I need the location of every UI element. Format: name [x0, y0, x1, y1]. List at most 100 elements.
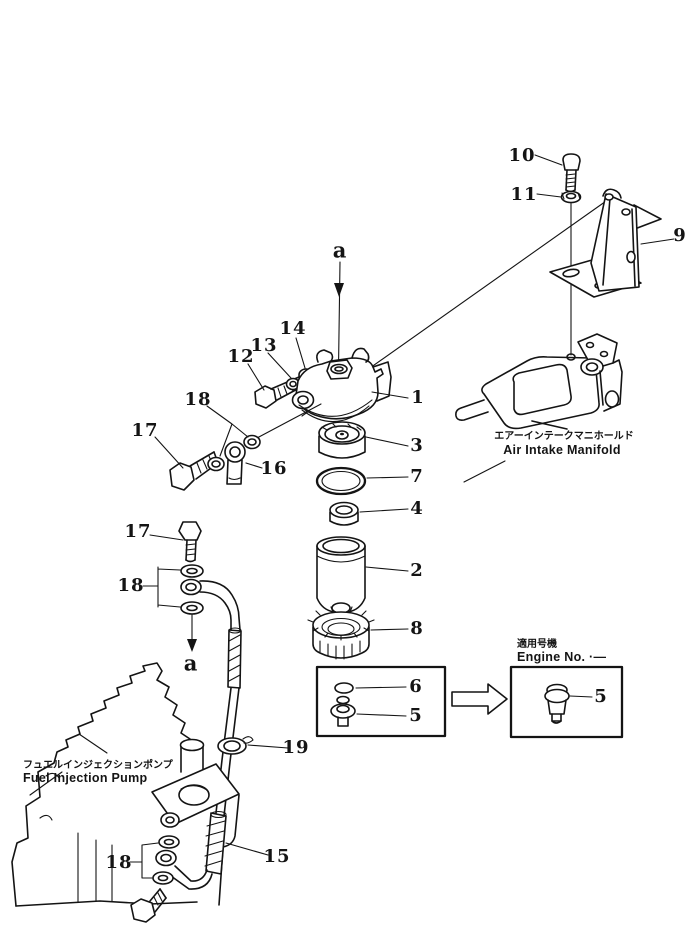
retainer-3 — [318, 421, 366, 459]
spacer-4 — [329, 501, 359, 526]
knurl-ticks — [307, 606, 375, 641]
air-intake-label-jp: エアーインテークマニホールド — [494, 431, 634, 442]
detail-box — [509, 665, 624, 739]
leader-2 — [365, 566, 409, 572]
callout-18-mid: 18 — [117, 575, 145, 596]
bolt-10 — [562, 153, 581, 193]
callout-15: 15 — [263, 846, 291, 867]
down-arrow-icon — [187, 639, 197, 652]
callout-a-bottom: a — [183, 650, 199, 676]
engine-no-label-en: Engine No. ·— — [517, 650, 607, 664]
leader-9 — [640, 238, 675, 245]
clamp-tab — [242, 736, 254, 744]
drain-plug-5 — [330, 695, 356, 727]
bracket-hole — [604, 193, 614, 201]
air-intake-manifold-drawing — [455, 333, 623, 483]
head-mount-flange — [372, 361, 392, 402]
callout-14: 14 — [279, 318, 307, 339]
down-arrow-icon — [334, 283, 344, 297]
leader-16 — [245, 462, 263, 469]
leader-18-mid — [142, 566, 181, 608]
callout-6: 6 — [409, 676, 423, 697]
leader-19 — [247, 744, 289, 749]
hatch-lines — [228, 634, 241, 682]
leader-5 — [356, 713, 407, 717]
hose-clamp-19 — [217, 736, 289, 755]
callout-17-upper: 17 — [131, 420, 159, 441]
leader-14 — [295, 337, 306, 369]
manifold-port — [580, 358, 604, 376]
leader-6 — [355, 686, 407, 689]
washer-13 — [285, 377, 301, 391]
callout-11: 11 — [510, 184, 538, 205]
callout-5: 5 — [409, 705, 423, 726]
assembly-arrow-a-bottom — [187, 613, 197, 652]
drain-plug-5-alt — [544, 683, 570, 724]
manifold-bolt-hole — [566, 353, 576, 361]
head-inlet-boss — [291, 390, 315, 410]
mounting-bracket-group — [534, 153, 675, 356]
fuel-pump-label-jp: フュエルインジェクションポンプ — [23, 760, 173, 771]
callout-4: 4 — [410, 498, 424, 519]
bolt-17-lower — [178, 521, 202, 563]
fitting-alignment-line — [256, 403, 322, 439]
pump-cylinder — [179, 738, 205, 752]
air-intake-label-en: Air Intake Manifold — [503, 443, 621, 457]
pump-leader-line — [78, 733, 108, 754]
manifold-pipe — [455, 399, 489, 421]
callout-3: 3 — [410, 435, 424, 456]
fuel-pump-label-en: Fuel Injection Pump — [23, 771, 148, 785]
bolt-12 — [254, 376, 304, 409]
filter-stack — [307, 421, 409, 660]
hatch-lines — [204, 820, 226, 867]
leader-12 — [247, 363, 265, 391]
leader-4 — [359, 508, 409, 513]
engine-no-box — [509, 665, 624, 739]
fuel-tube — [199, 591, 232, 631]
pump-bottom-edge — [15, 900, 198, 907]
elbow-fitting-16 — [224, 441, 246, 485]
ring-nut-8 — [307, 606, 375, 660]
block-hole — [178, 784, 210, 806]
filter-head-1 — [291, 347, 392, 423]
washer-18a — [207, 456, 225, 472]
manifold-duct-opening — [512, 363, 572, 416]
leader-10 — [534, 154, 563, 166]
base-slot-hole — [562, 268, 580, 278]
lock-washer-11 — [560, 190, 582, 204]
washer-18b — [243, 434, 261, 450]
leader-18-lower — [129, 842, 159, 879]
callout-10: 10 — [508, 145, 536, 166]
o-ring-6 — [334, 682, 354, 694]
leader-8 — [370, 628, 409, 631]
leader-1 — [371, 391, 409, 399]
filter-head-group — [247, 337, 409, 423]
bolt-17-upper — [169, 451, 219, 491]
fuel-injection-pump-drawing — [11, 662, 240, 907]
washer-18d — [180, 601, 204, 615]
fuel-line-lower-group — [129, 810, 269, 923]
callout-12: 12 — [227, 346, 255, 367]
leader-3 — [365, 436, 409, 447]
drain-plug-box — [315, 665, 447, 738]
pump-boss — [160, 812, 180, 828]
callout-18-lower: 18 — [105, 852, 133, 873]
fuel-tube — [199, 580, 241, 631]
o-ring-7 — [315, 466, 367, 496]
callout-19: 19 — [282, 737, 310, 758]
leader-13 — [267, 352, 292, 379]
callout-8: 8 — [410, 618, 424, 639]
callout-1: 1 — [411, 387, 425, 408]
fuel-tube — [174, 865, 208, 882]
leader-11 — [536, 193, 562, 198]
callout-9: 9 — [673, 225, 686, 246]
inlet-fitting-group — [154, 403, 322, 491]
callout-17-lower: 17 — [124, 521, 152, 542]
bolt-bottom — [130, 888, 167, 923]
callout-16: 16 — [260, 458, 288, 479]
banjo-eye-upper — [180, 578, 202, 596]
leader-17-lower — [149, 534, 184, 541]
leader-15 — [225, 842, 269, 856]
